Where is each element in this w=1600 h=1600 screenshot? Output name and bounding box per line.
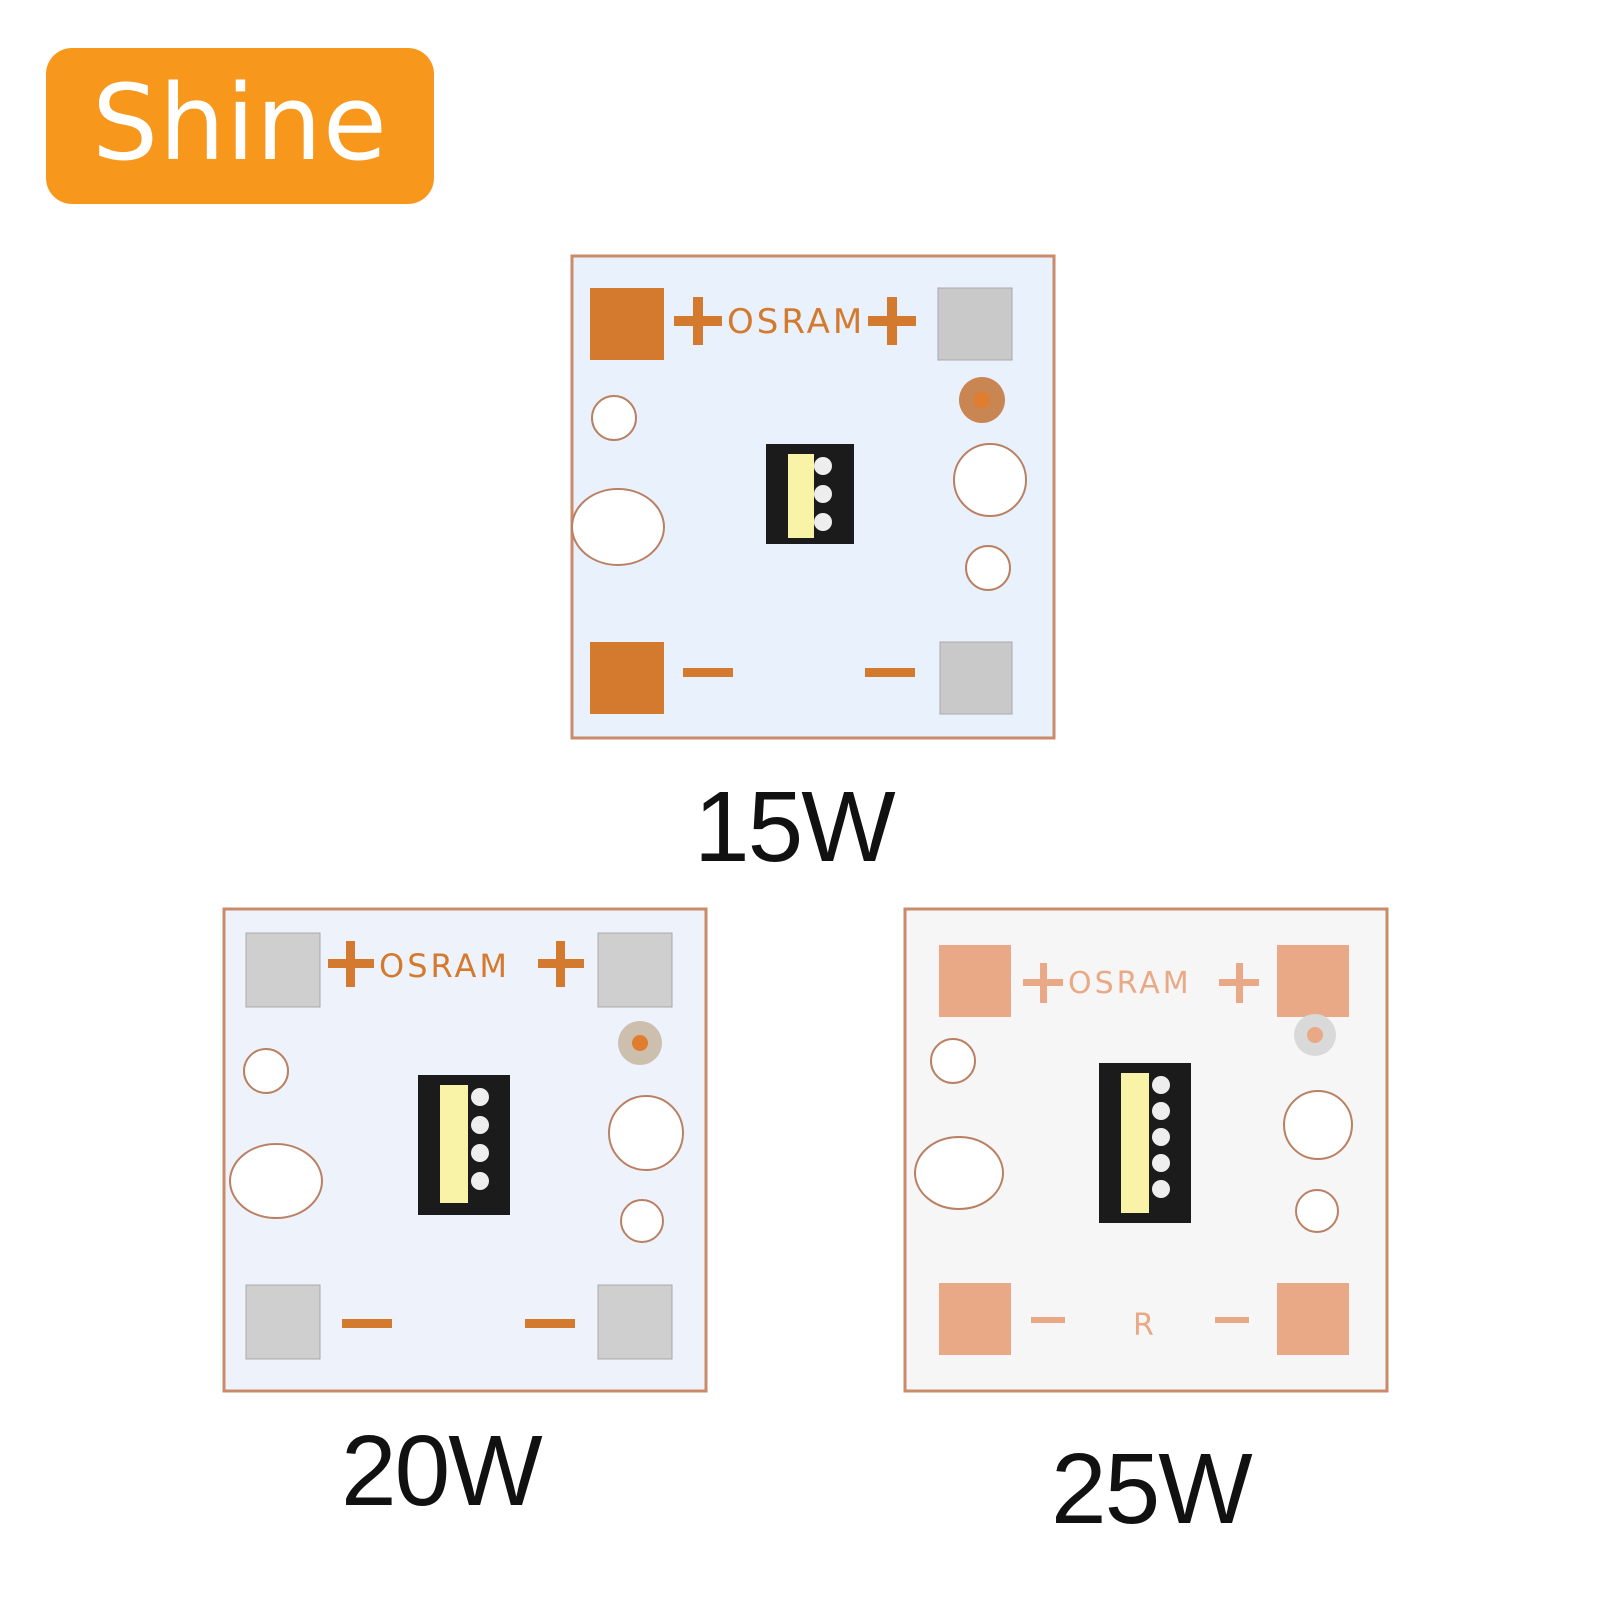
led-board-15w: OSRAM — [570, 254, 1056, 740]
solder-pad-icon — [597, 1284, 673, 1360]
solder-pad-icon — [937, 287, 1013, 361]
solder-pad-icon — [245, 1284, 321, 1360]
board-silkscreen-text: OSRAM — [1068, 966, 1192, 1001]
board-silkscreen-text: OSRAM — [379, 947, 510, 985]
copper-pad-icon — [1277, 945, 1349, 1017]
copper-pad-icon — [939, 1283, 1011, 1355]
board-marker-text: R — [1133, 1308, 1154, 1343]
wattage-label-20w: 20W — [341, 1415, 543, 1527]
board-silkscreen-text: OSRAM — [727, 302, 865, 342]
copper-pad-icon — [590, 288, 664, 360]
wattage-label-25w: 25W — [1051, 1433, 1253, 1545]
solder-pad-icon — [597, 932, 673, 1008]
solder-pad-icon — [939, 641, 1013, 715]
brand-logo-badge: Shine — [46, 48, 434, 204]
copper-pad-icon — [1277, 1283, 1349, 1355]
copper-pad-icon — [590, 642, 664, 714]
wattage-label-15w: 15W — [694, 771, 896, 883]
copper-pad-icon — [939, 945, 1011, 1017]
led-board-25w: OSRAM R — [903, 907, 1389, 1393]
brand-logo-text: Shine — [92, 62, 388, 184]
led-board-20w: OSRAM — [222, 907, 708, 1393]
solder-pad-icon — [245, 932, 321, 1008]
